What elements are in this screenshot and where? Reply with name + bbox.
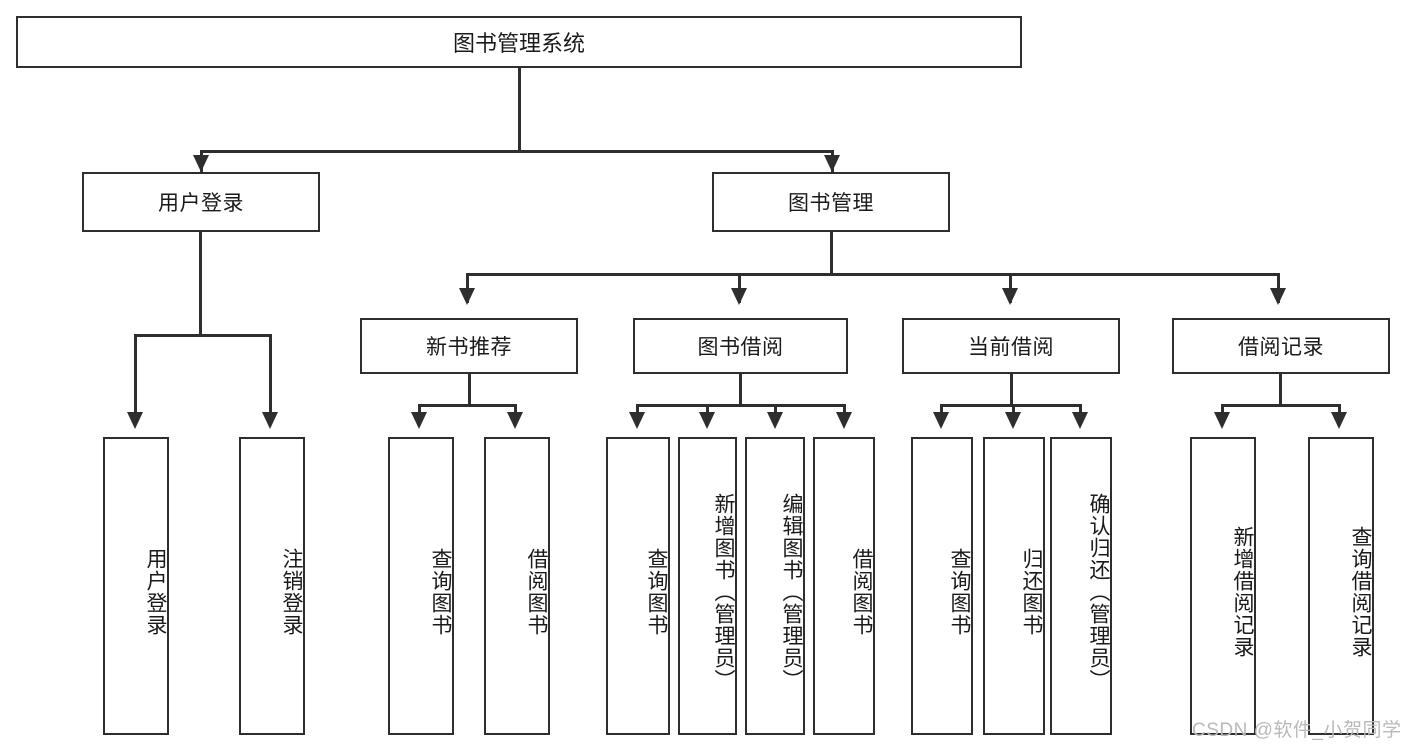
- leaf-nb-borrow-book[interactable]: 借阅图书: [484, 437, 550, 735]
- leaf-logout[interactable]: 注销登录: [239, 437, 305, 735]
- node-borrow-record[interactable]: 借阅记录: [1172, 318, 1390, 374]
- node-book-manage-label: 图书管理: [788, 192, 874, 215]
- edge-book-manage-stem: [830, 232, 833, 274]
- leaf-br-query-record-label: 查询借阅记录: [1349, 526, 1372, 658]
- arrowhead-to-book-borrow: [731, 288, 747, 305]
- edge-book-manage-bar: [466, 273, 1277, 276]
- arrowhead-to-book-manage: [824, 155, 840, 172]
- edge-root-stem: [518, 68, 521, 152]
- node-user-login[interactable]: 用户登录: [82, 172, 320, 232]
- node-user-login-label: 用户登录: [158, 192, 244, 215]
- leaf-cb-return-book[interactable]: 归还图书: [983, 437, 1045, 735]
- arrowhead-cb-confirm-return: [1072, 412, 1088, 429]
- node-book-borrow[interactable]: 图书借阅: [633, 318, 848, 374]
- edge-book-borrow-bar: [636, 404, 844, 407]
- csdn-watermark: CSDN @软件_小贺同学: [1192, 720, 1402, 741]
- edge-book-borrow-stem: [739, 374, 742, 405]
- arrowhead-to-leaf-logout: [262, 412, 278, 429]
- leaf-bb-borrow-book-label: 借阅图书: [850, 548, 873, 636]
- leaf-bb-query-book[interactable]: 查询图书: [606, 437, 670, 735]
- node-root[interactable]: 图书管理系统: [16, 16, 1022, 68]
- node-borrow-record-label: 借阅记录: [1238, 336, 1324, 359]
- node-root-label: 图书管理系统: [452, 31, 585, 56]
- edge-borrow-record-bar: [1221, 404, 1341, 407]
- edge-user-login-bar: [134, 334, 272, 337]
- arrowhead-cb-return-book: [1005, 412, 1021, 429]
- edge-user-login-drop-2: [269, 334, 272, 420]
- arrowhead-bb-edit-book: [767, 412, 783, 429]
- arrowhead-bb-borrow-book: [836, 412, 852, 429]
- edge-new-book-bar: [418, 404, 517, 407]
- leaf-bb-borrow-book[interactable]: 借阅图书: [813, 437, 875, 735]
- edge-borrow-record-stem: [1279, 374, 1282, 405]
- leaf-cb-confirm-return-label: 确认归还（管理员）: [1087, 493, 1110, 691]
- leaf-nb-query-book[interactable]: 查询图书: [388, 437, 454, 735]
- node-current-borrow-label: 当前借阅: [968, 336, 1054, 359]
- leaf-cb-query-book[interactable]: 查询图书: [911, 437, 973, 735]
- arrowhead-to-leaf-user-login: [127, 412, 143, 429]
- edge-root-bar: [200, 150, 834, 153]
- node-new-book-recommend[interactable]: 新书推荐: [360, 318, 578, 374]
- leaf-br-add-record[interactable]: 新增借阅记录: [1190, 437, 1256, 735]
- leaf-bb-add-book-label: 新增图书（管理员）: [712, 493, 735, 691]
- leaf-bb-edit-book-label: 编辑图书（管理员）: [780, 493, 803, 691]
- arrowhead-br-query-record: [1331, 412, 1347, 429]
- node-book-manage[interactable]: 图书管理: [712, 172, 950, 232]
- edge-current-borrow-bar: [940, 404, 1080, 407]
- leaf-br-query-record[interactable]: 查询借阅记录: [1308, 437, 1374, 735]
- leaf-br-add-record-label: 新增借阅记录: [1231, 526, 1254, 658]
- arrowhead-br-add-record: [1214, 412, 1230, 429]
- edge-current-borrow-stem: [1010, 374, 1013, 405]
- node-current-borrow[interactable]: 当前借阅: [902, 318, 1120, 374]
- leaf-cb-query-book-label: 查询图书: [948, 548, 971, 636]
- leaf-cb-confirm-return[interactable]: 确认归还（管理员）: [1050, 437, 1112, 735]
- edge-user-login-stem: [199, 232, 202, 335]
- leaf-user-login[interactable]: 用户登录: [103, 437, 169, 735]
- leaf-bb-edit-book[interactable]: 编辑图书（管理员）: [745, 437, 805, 735]
- leaf-bb-query-book-label: 查询图书: [645, 548, 668, 636]
- arrowhead-to-user-login: [193, 155, 209, 172]
- arrowhead-nb-query-book: [411, 412, 427, 429]
- leaf-nb-borrow-book-label: 借阅图书: [525, 548, 548, 636]
- arrowhead-nb-borrow-book: [507, 412, 523, 429]
- leaf-user-login-label: 用户登录: [144, 548, 167, 636]
- arrowhead-bb-query-book: [629, 412, 645, 429]
- arrowhead-bb-add-book: [699, 412, 715, 429]
- leaf-nb-query-book-label: 查询图书: [429, 548, 452, 636]
- node-book-borrow-label: 图书借阅: [697, 336, 784, 359]
- arrowhead-to-new-book-rec: [459, 288, 475, 305]
- edge-new-book-stem: [468, 374, 471, 405]
- arrowhead-cb-query-book: [933, 412, 949, 429]
- edge-user-login-drop-1: [134, 334, 137, 420]
- leaf-cb-return-book-label: 归还图书: [1020, 548, 1043, 636]
- arrowhead-to-current-borrow: [1002, 288, 1018, 305]
- leaf-logout-label: 注销登录: [280, 548, 303, 636]
- arrowhead-to-borrow-record: [1270, 288, 1286, 305]
- node-new-book-recommend-label: 新书推荐: [426, 336, 512, 359]
- leaf-bb-add-book[interactable]: 新增图书（管理员）: [678, 437, 737, 735]
